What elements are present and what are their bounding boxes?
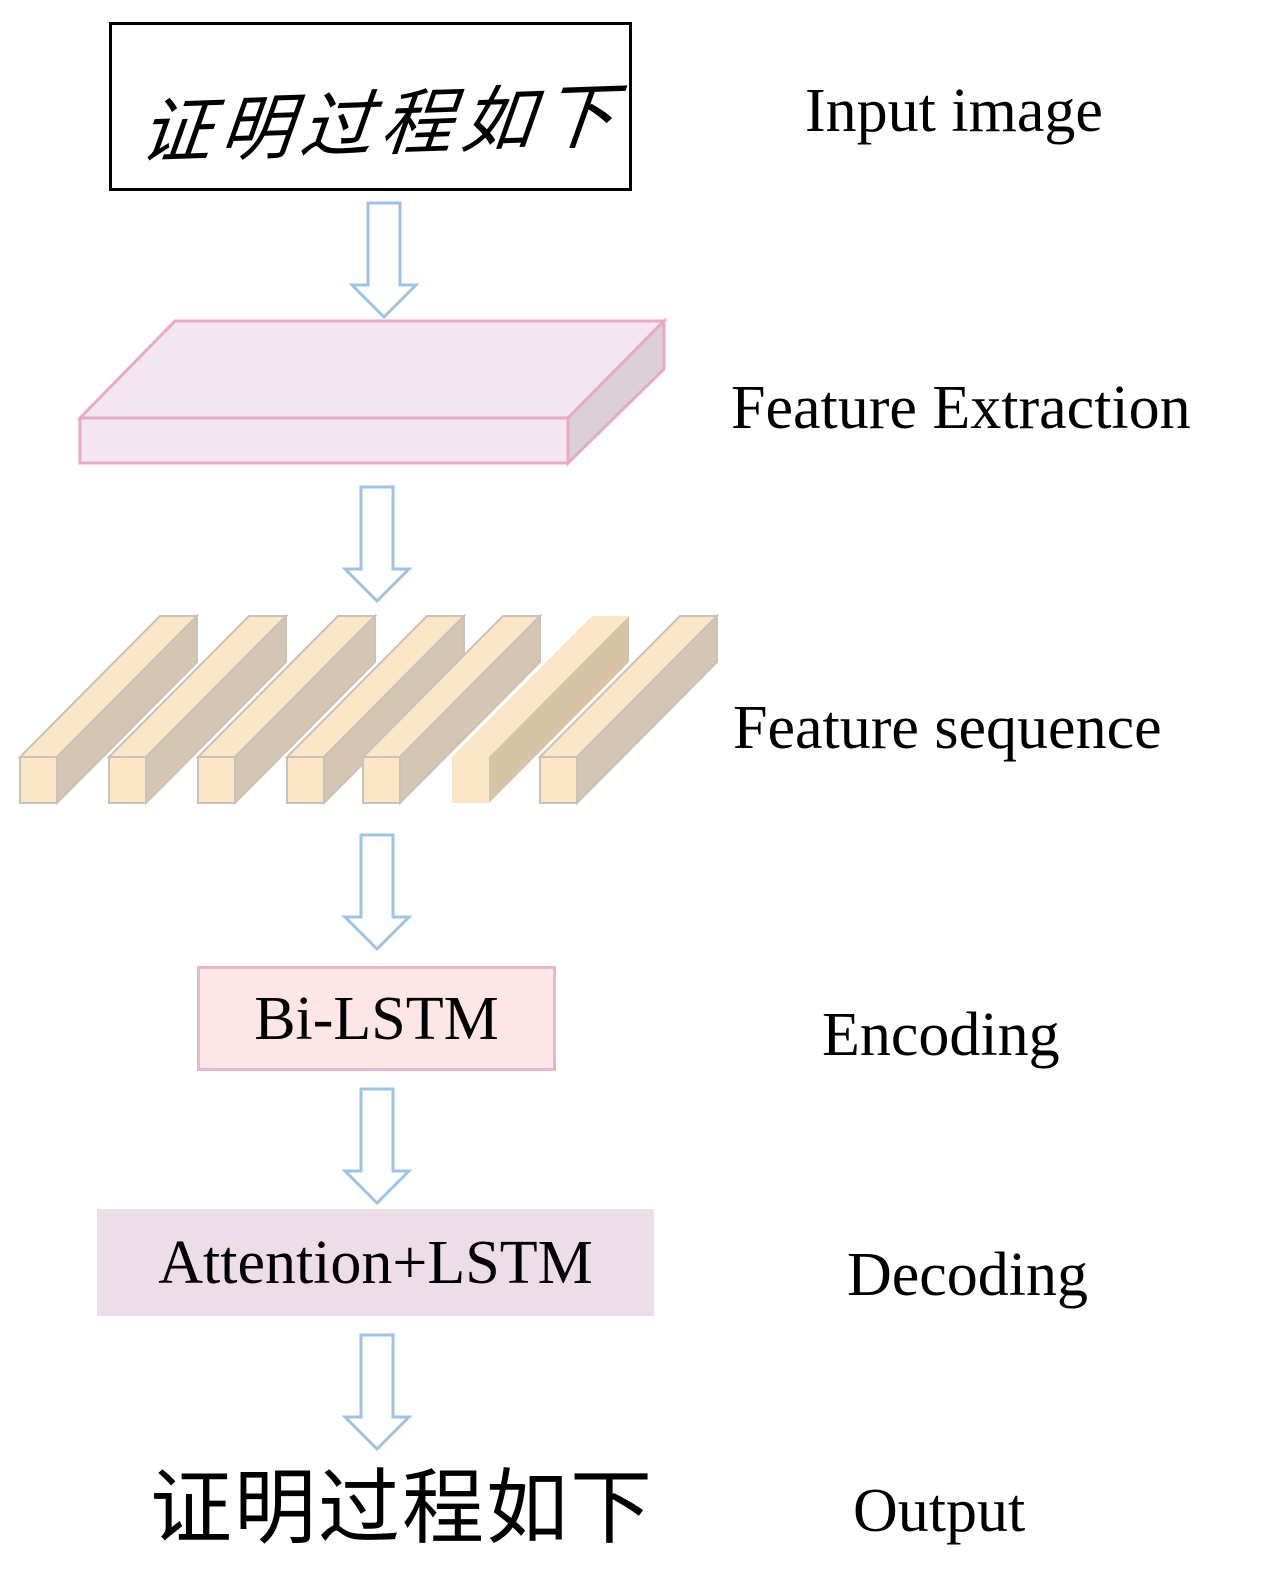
arrow-down-icon: [348, 201, 420, 320]
feature-sequence-bar: [106, 613, 289, 806]
stage-label-feature-sequence: Feature sequence: [733, 694, 1162, 762]
feature-sequence-bar: [360, 613, 543, 806]
feature-sequence-bar: [537, 613, 720, 806]
arrow-down-icon: [341, 833, 413, 952]
arrow-down-icon: [341, 1333, 413, 1452]
stage-label-encoding: Encoding: [822, 1001, 1060, 1069]
bilstm-box: Bi-LSTM: [197, 966, 556, 1071]
arrow-down-icon: [341, 485, 413, 604]
feature-sequence-bar: [195, 613, 378, 806]
feature-sequence: [17, 613, 720, 806]
output-text: 证明过程如下: [150, 1461, 655, 1556]
input-image-box: 证明过程如下: [109, 22, 632, 191]
feature-sequence-bar: [17, 613, 200, 806]
feature-extraction-slab: [76, 317, 668, 467]
arrow-down-icon: [341, 1087, 413, 1206]
stage-label-feature-extraction: Feature Extraction: [731, 374, 1191, 442]
feature-sequence-bar: [452, 616, 629, 803]
stage-label-input: Input image: [805, 77, 1103, 145]
stage-label-decoding: Decoding: [847, 1241, 1089, 1309]
attention-lstm-box: Attention+LSTM: [97, 1209, 654, 1316]
stage-label-output: Output: [853, 1477, 1026, 1545]
input-handwriting: 证明过程如下: [135, 73, 627, 175]
